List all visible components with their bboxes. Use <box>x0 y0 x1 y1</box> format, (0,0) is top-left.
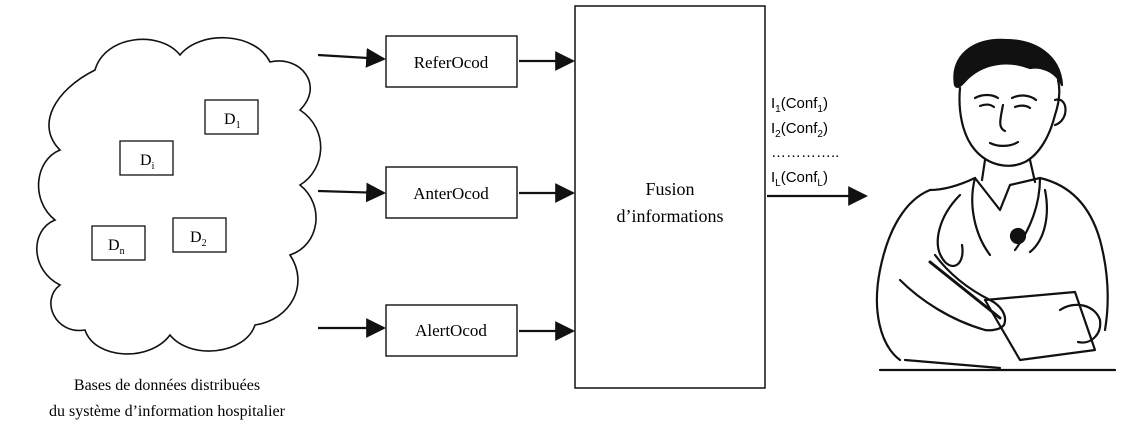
svg-text:AnterOcod: AnterOcod <box>413 184 489 203</box>
svg-text:Dn: Dn <box>108 237 125 257</box>
cloud-caption-line1: Bases de données distribuées <box>74 377 260 394</box>
database-d1: D1 <box>204 99 259 135</box>
output-label-1: I1(Conf1) <box>771 95 828 115</box>
svg-text:Di: Di <box>140 152 155 172</box>
svg-text:ReferOcod: ReferOcod <box>414 53 489 72</box>
fusion-box: Fusion d’informations <box>574 5 766 389</box>
output-dots: ………….. <box>771 144 839 161</box>
output-label-l: IL(ConfL) <box>771 169 828 189</box>
module-anterocod: AnterOcod <box>385 166 518 219</box>
module-alertocod: AlertOcod <box>385 304 518 357</box>
fusion-line2: d’informations <box>617 206 724 226</box>
fusion-line1: Fusion <box>645 179 694 199</box>
cloud-caption-line2: du système d’information hospitalier <box>49 403 286 420</box>
svg-text:D1: D1 <box>224 111 241 131</box>
doctor-writing-icon <box>875 38 1117 372</box>
arrow-cloud-refer <box>317 48 386 68</box>
svg-text:AlertOcod: AlertOcod <box>415 321 487 340</box>
module-referocod: ReferOcod <box>385 35 518 88</box>
database-dn: Dn <box>91 225 146 261</box>
database-cloud <box>36 36 322 355</box>
database-di: Di <box>119 140 174 176</box>
arrow-cloud-anter <box>317 182 386 203</box>
database-d2: D2 <box>172 217 227 253</box>
svg-text:D2: D2 <box>190 229 207 249</box>
output-label-2: I2(Conf2) <box>771 120 828 140</box>
